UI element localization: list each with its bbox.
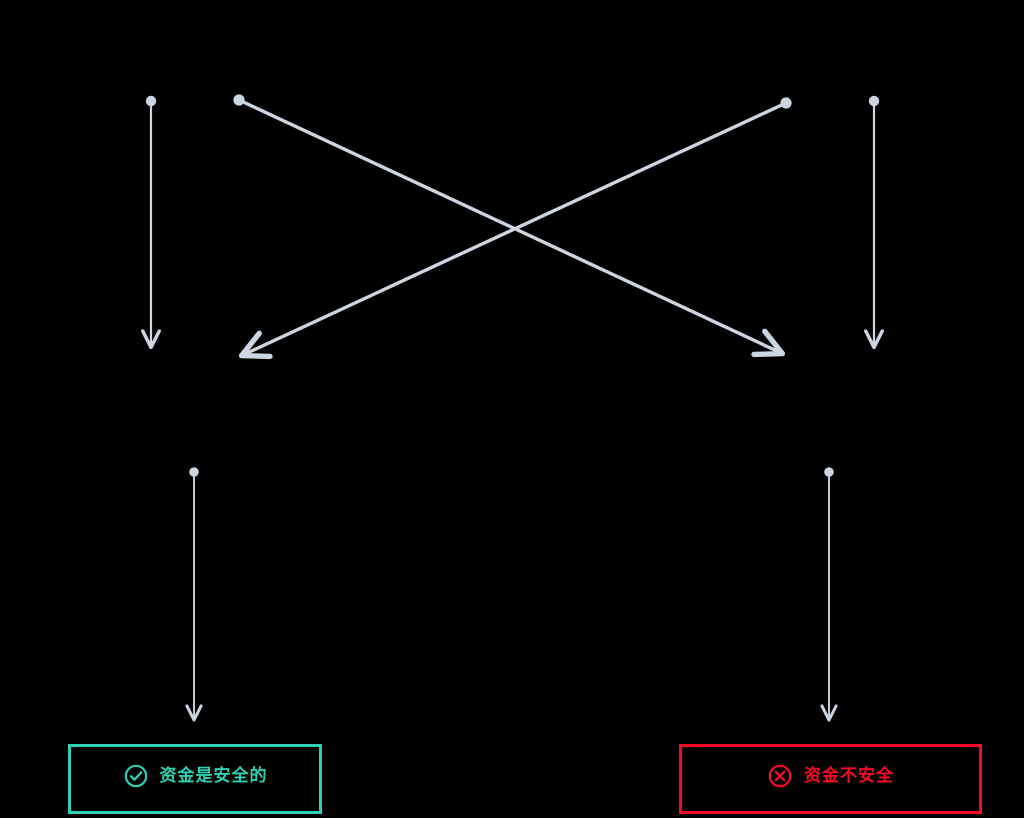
connector-right-straight-down <box>868 95 880 345</box>
connector-start-dot <box>233 94 245 106</box>
connector-start-dot <box>780 97 792 109</box>
outcome-label-unsafe: 资金不安全 <box>804 765 894 786</box>
connector-start-dot <box>145 95 157 107</box>
outcome-content-unsafe: 资金不安全 <box>767 763 894 789</box>
outcome-box-safe[interactable]: 资金是安全的 <box>68 744 322 814</box>
x-circle-icon <box>768 764 792 788</box>
outcome-content-safe: 资金是安全的 <box>123 763 268 789</box>
check-circle-icon <box>124 764 147 788</box>
connector-start-dot <box>824 467 834 477</box>
outcome-box-unsafe[interactable]: 资金不安全 <box>679 744 982 814</box>
connector-start-dot <box>868 95 880 107</box>
connector-safe-outcome <box>189 467 199 718</box>
connector-start-dot <box>189 467 199 477</box>
connector-right-to-left-diagonal <box>245 97 792 354</box>
connector-unsafe-outcome <box>824 467 834 718</box>
connector-left-to-right-diagonal <box>233 94 779 352</box>
connector-left-straight-down <box>145 95 157 345</box>
outcome-label-safe: 资金是安全的 <box>159 765 268 786</box>
